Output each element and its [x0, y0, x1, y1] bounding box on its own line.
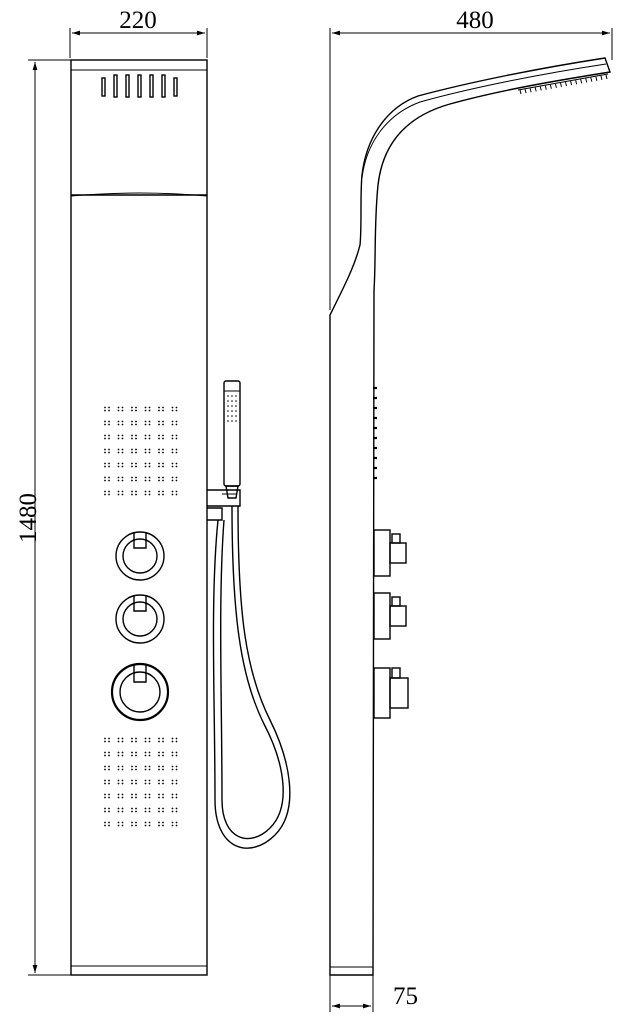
side-knob-middle: [373, 592, 407, 640]
panel-side-profile: [329, 57, 611, 976]
thermostat-knob[interactable]: [110, 662, 170, 722]
height-dimension: 1480: [15, 59, 72, 976]
side-knob-thermostat: [373, 667, 409, 719]
side-jet-nozzles: [373, 386, 377, 480]
side-view: 480 75: [329, 7, 613, 1012]
overhead-shower-nozzles: [519, 74, 608, 95]
panel-outline: [70, 59, 208, 976]
front-view: 220 1480: [15, 7, 291, 976]
front-width-label: 220: [119, 7, 157, 34]
side-knob-top: [373, 529, 407, 577]
base-depth-dimension: 75: [329, 975, 418, 1012]
height-label: 1480: [15, 493, 42, 543]
upper-body-jets: [104, 406, 178, 496]
shower-hose: [212, 505, 291, 849]
lower-body-jets: [104, 737, 178, 827]
hand-shower: [207, 380, 291, 849]
diverter-knob-middle[interactable]: [115, 594, 165, 644]
diverter-knob-top[interactable]: [115, 531, 165, 581]
side-width-dimension: 480: [329, 7, 613, 310]
front-width-dimension: 220: [69, 7, 208, 58]
base-depth-label: 75: [393, 983, 418, 1010]
side-width-label: 480: [456, 7, 494, 34]
waterfall-slots: [101, 74, 178, 98]
